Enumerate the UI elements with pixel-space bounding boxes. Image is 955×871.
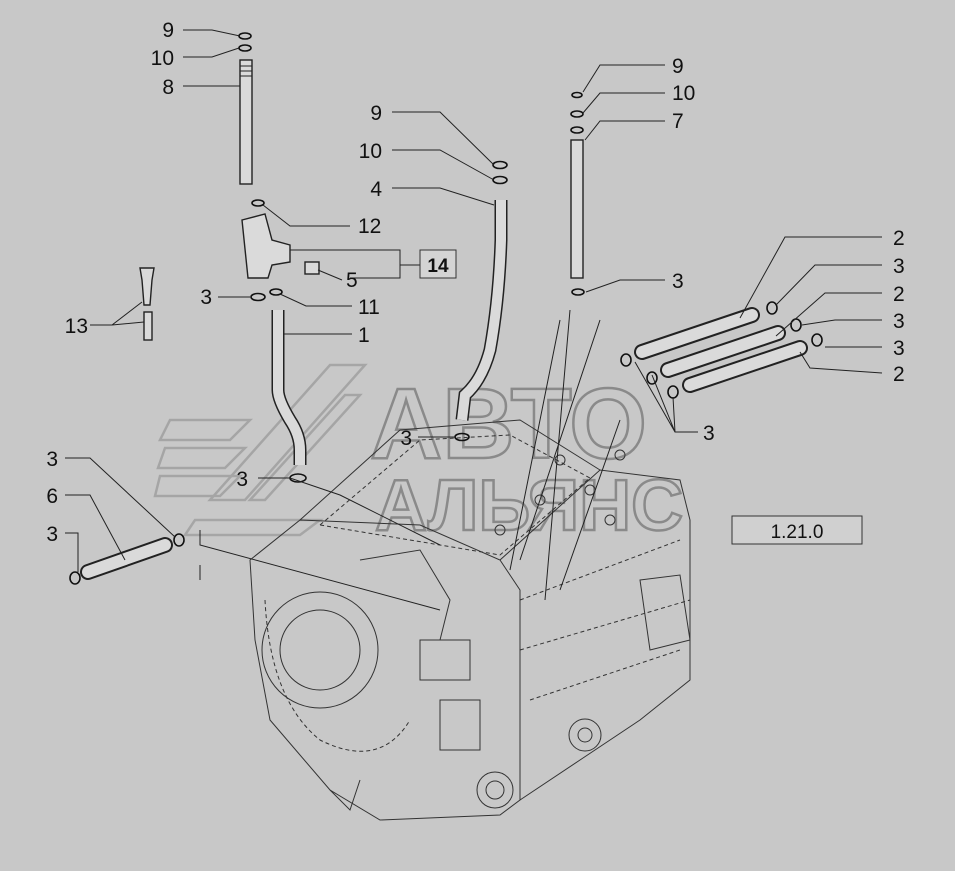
callout-9-right: 9 — [672, 55, 684, 78]
callout-9-mid: 9 — [370, 102, 382, 125]
part-4-pipe — [454, 160, 508, 442]
part-6-tube — [69, 533, 185, 585]
leader-lines — [65, 29, 883, 611]
callout-12: 12 — [358, 215, 381, 238]
callout-3: 3 — [200, 286, 212, 309]
part-7-tube — [570, 91, 585, 296]
callout-9-top: 9 — [162, 19, 174, 42]
callout-10-top: 10 — [151, 47, 174, 70]
callout-3: 3 — [236, 468, 248, 491]
callout-2: 2 — [893, 283, 905, 306]
part-8-tube — [238, 32, 253, 185]
callout-3: 3 — [672, 270, 684, 293]
callout-3: 3 — [46, 448, 58, 471]
part-2-tubes — [620, 301, 823, 399]
callout-3: 3 — [893, 310, 905, 333]
callout-3: 3 — [703, 422, 715, 445]
callout-8: 8 — [162, 76, 174, 99]
callout-13: 13 — [65, 315, 88, 338]
callout-6: 6 — [46, 485, 58, 508]
callout-11: 11 — [358, 296, 380, 319]
callout-3: 3 — [46, 523, 58, 546]
reference-box: 1.21.0 — [731, 515, 863, 545]
callout-labels: 9 10 8 12 5 3 11 1 13 9 10 4 3 3 9 10 7 … — [46, 19, 904, 546]
callout-7: 7 — [672, 110, 684, 133]
callout-2: 2 — [893, 227, 905, 250]
part-12-fitting — [241, 199, 320, 302]
callout-10-right: 10 — [672, 82, 695, 105]
callout-1: 1 — [358, 324, 370, 347]
part-13-bolt — [139, 267, 155, 341]
part-1-pipe — [271, 310, 307, 483]
watermark-logo — [153, 363, 368, 537]
callout-2: 2 — [893, 363, 905, 386]
watermark-line-1: АВТО — [370, 368, 647, 480]
reference-number: 1.21.0 — [771, 522, 824, 543]
group-14-label: 14 — [427, 256, 449, 277]
group-14-box: 14 — [419, 249, 457, 279]
callout-5: 5 — [346, 269, 358, 292]
callout-4: 4 — [370, 178, 382, 201]
callout-3: 3 — [400, 427, 412, 450]
callout-10-mid: 10 — [359, 140, 382, 163]
callout-3: 3 — [893, 255, 905, 278]
callout-3: 3 — [893, 337, 905, 360]
